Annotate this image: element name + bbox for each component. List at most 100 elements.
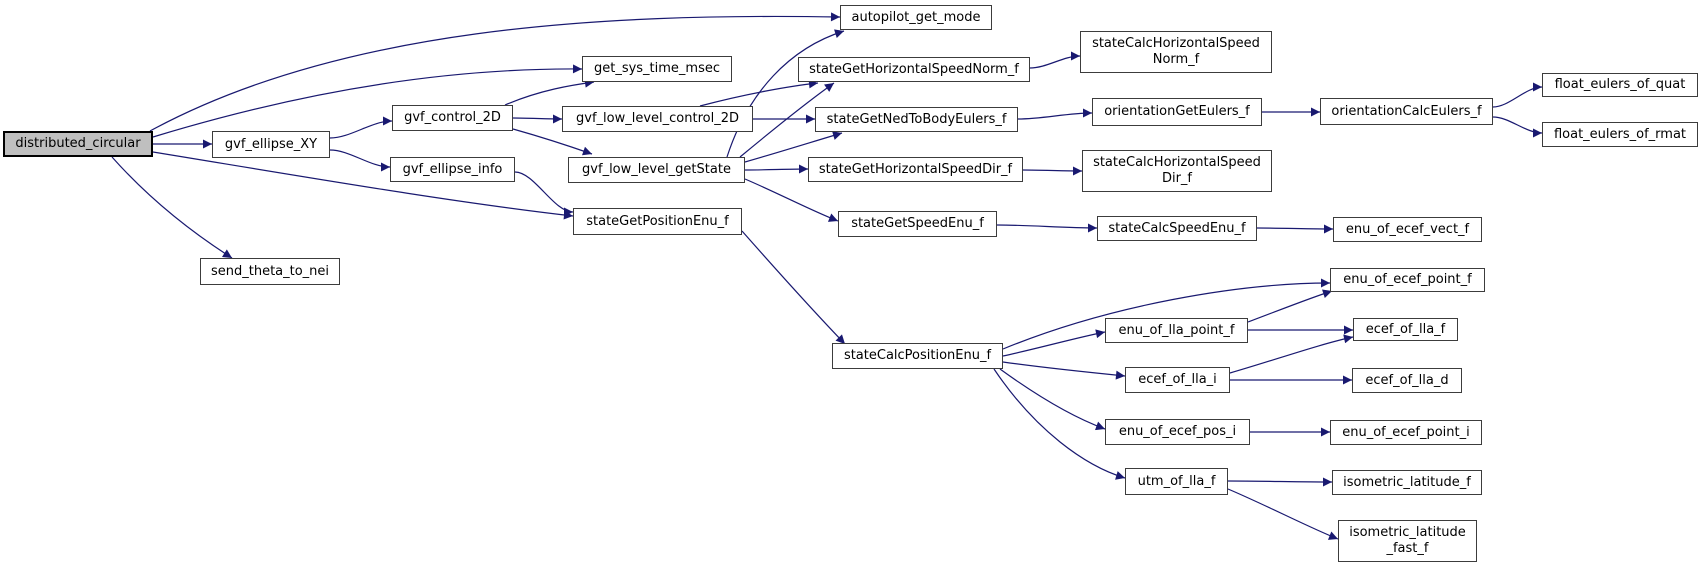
graph-node-autopilot_get_mode[interactable]: autopilot_get_mode xyxy=(840,5,992,30)
edge-gvf_ellipse_XY-to-gvf_ellipse_info xyxy=(329,149,391,172)
graph-node-label: enu_of_ecef_point_i xyxy=(1342,424,1470,440)
graph-node-send_theta_to_nei[interactable]: send_theta_to_nei xyxy=(200,258,340,285)
graph-node-label: stateGetPositionEnu_f xyxy=(586,213,729,229)
graph-node-stateGetSpeedEnu_f[interactable]: stateGetSpeedEnu_f xyxy=(838,211,997,237)
graph-node-gvf_low_level_getState[interactable]: gvf_low_level_getState xyxy=(568,157,745,183)
graph-node-enu_of_ecef_point_f[interactable]: enu_of_ecef_point_f xyxy=(1330,268,1485,292)
edge-stateGetPositionEnu_f-to-stateCalcPositionEnu_f xyxy=(741,230,846,345)
graph-node-stateCalcHorizontalSpeedDir_f[interactable]: stateCalcHorizontalSpeed Dir_f xyxy=(1082,150,1272,192)
graph-node-enu_of_ecef_vect_f[interactable]: enu_of_ecef_vect_f xyxy=(1333,217,1482,242)
graph-node-label: stateCalcHorizontalSpeed Norm_f xyxy=(1092,36,1260,67)
edge-stateGetNedToBodyEulers_f-to-orientationGetEulers_f xyxy=(1017,108,1093,120)
graph-node-label: stateCalcHorizontalSpeed Dir_f xyxy=(1093,155,1261,186)
graph-node-label: enu_of_lla_point_f xyxy=(1118,322,1235,338)
graph-node-enu_of_ecef_point_i[interactable]: enu_of_ecef_point_i xyxy=(1330,420,1482,445)
edge-gvf_low_level_getState-to-stateGetHorizontalSpeedDir_f xyxy=(744,164,809,174)
graph-node-label: ecef_of_lla_d xyxy=(1365,372,1449,388)
graph-node-label: ecef_of_lla_f xyxy=(1365,321,1446,337)
graph-node-label: gvf_low_level_getState xyxy=(582,162,731,178)
edge-utm_of_lla_f-to-isometric_latitude_fast_f xyxy=(1227,488,1339,540)
graph-node-stateGetPositionEnu_f[interactable]: stateGetPositionEnu_f xyxy=(573,208,742,235)
graph-node-label: stateCalcSpeedEnu_f xyxy=(1108,220,1246,236)
graph-node-gvf_ellipse_XY[interactable]: gvf_ellipse_XY xyxy=(212,131,330,158)
graph-node-utm_of_lla_f[interactable]: utm_of_lla_f xyxy=(1125,468,1228,495)
graph-node-label: gvf_control_2D xyxy=(404,110,501,126)
graph-node-label: gvf_ellipse_info xyxy=(402,161,503,177)
graph-node-enu_of_ecef_pos_i[interactable]: enu_of_ecef_pos_i xyxy=(1105,419,1250,445)
edge-utm_of_lla_f-to-isometric_latitude_f xyxy=(1227,477,1333,487)
edge-stateCalcPositionEnu_f-to-enu_of_lla_point_f xyxy=(1002,329,1106,357)
graph-node-gvf_ellipse_info[interactable]: gvf_ellipse_info xyxy=(390,157,515,182)
edge-gvf_low_level_control_2D-to-stateGetHorizontalSpeedNorm_f xyxy=(699,79,819,107)
graph-node-get_sys_time_msec[interactable]: get_sys_time_msec xyxy=(582,56,732,82)
graph-node-label: orientationGetEulers_f xyxy=(1104,104,1250,120)
graph-node-label: isometric_latitude_f xyxy=(1343,474,1471,490)
graph-node-stateGetHorizontalSpeedNorm_f[interactable]: stateGetHorizontalSpeedNorm_f xyxy=(798,57,1030,82)
graph-node-ecef_of_lla_f[interactable]: ecef_of_lla_f xyxy=(1353,318,1458,341)
edge-gvf_low_level_getState-to-stateGetSpeedEnu_f xyxy=(744,178,839,222)
graph-node-label: stateGetSpeedEnu_f xyxy=(851,216,984,232)
edge-gvf_control_2D-to-gvf_low_level_control_2D xyxy=(512,114,563,124)
graph-node-label: ecef_of_lla_i xyxy=(1138,372,1217,388)
graph-node-stateCalcHorizontalSpeedNorm_f[interactable]: stateCalcHorizontalSpeed Norm_f xyxy=(1080,31,1272,73)
graph-node-label: autopilot_get_mode xyxy=(851,9,981,25)
graph-node-label: send_theta_to_nei xyxy=(210,263,330,279)
graph-node-label: enu_of_ecef_pos_i xyxy=(1118,424,1237,440)
graph-node-label: stateGetNedToBodyEulers_f xyxy=(826,111,1007,127)
graph-node-ecef_of_lla_i[interactable]: ecef_of_lla_i xyxy=(1125,367,1230,393)
edge-distributed_circular-to-get_sys_time_msec xyxy=(152,64,583,138)
edge-group xyxy=(111,12,1543,540)
edge-gvf_ellipse_XY-to-gvf_control_2D xyxy=(329,116,393,139)
graph-node-float_eulers_of_rmat[interactable]: float_eulers_of_rmat xyxy=(1542,122,1698,147)
graph-node-stateGetNedToBodyEulers_f[interactable]: stateGetNedToBodyEulers_f xyxy=(815,107,1018,132)
graph-node-orientationCalcEulers_f[interactable]: orientationCalcEulers_f xyxy=(1320,98,1493,125)
graph-node-label: enu_of_ecef_point_f xyxy=(1343,272,1472,288)
graph-node-ecef_of_lla_d[interactable]: ecef_of_lla_d xyxy=(1352,368,1462,393)
edge-orientationCalcEulers_f-to-float_eulers_of_quat xyxy=(1492,82,1543,108)
graph-node-stateGetHorizontalSpeedDir_f[interactable]: stateGetHorizontalSpeedDir_f xyxy=(808,157,1023,182)
graph-node-label: float_eulers_of_rmat xyxy=(1553,126,1687,142)
edge-stateCalcPositionEnu_f-to-utm_of_lla_f xyxy=(993,368,1126,480)
graph-node-label: stateGetHorizontalSpeedNorm_f xyxy=(809,61,1019,77)
edge-enu_of_lla_point_f-to-enu_of_ecef_point_f xyxy=(1247,289,1333,323)
graph-node-isometric_latitude_f[interactable]: isometric_latitude_f xyxy=(1332,470,1482,495)
graph-node-label: gvf_ellipse_XY xyxy=(224,136,318,152)
graph-node-label: gvf_low_level_control_2D xyxy=(576,111,739,127)
graph-node-stateCalcPositionEnu_f[interactable]: stateCalcPositionEnu_f xyxy=(832,343,1003,369)
graph-node-isometric_latitude_fast_f[interactable]: isometric_latitude _fast_f xyxy=(1338,520,1477,562)
graph-node-label: stateGetHorizontalSpeedDir_f xyxy=(818,161,1013,177)
graph-node-stateCalcSpeedEnu_f[interactable]: stateCalcSpeedEnu_f xyxy=(1097,216,1257,241)
graph-node-orientationGetEulers_f[interactable]: orientationGetEulers_f xyxy=(1092,98,1262,126)
graph-node-label: utm_of_lla_f xyxy=(1137,473,1216,489)
graph-node-label: float_eulers_of_quat xyxy=(1554,77,1686,93)
graph-node-gvf_control_2D[interactable]: gvf_control_2D xyxy=(392,105,513,131)
edge-stateGetSpeedEnu_f-to-stateCalcSpeedEnu_f xyxy=(996,223,1098,233)
edge-stateGetHorizontalSpeedNorm_f-to-stateCalcHorizontalSpeedNorm_f xyxy=(1029,51,1081,69)
edge-gvf_low_level_getState-to-stateGetHorizontalSpeedNorm_f xyxy=(739,82,835,158)
edge-stateCalcPositionEnu_f-to-ecef_of_lla_i xyxy=(1002,361,1126,380)
graph-node-label: enu_of_ecef_vect_f xyxy=(1345,221,1470,237)
edge-orientationCalcEulers_f-to-float_eulers_of_rmat xyxy=(1492,116,1543,138)
graph-node-enu_of_lla_point_f[interactable]: enu_of_lla_point_f xyxy=(1105,318,1248,343)
graph-node-label: get_sys_time_msec xyxy=(593,61,721,77)
edge-distributed_circular-to-stateGetPositionEnu_f xyxy=(152,151,574,220)
edge-stateGetHorizontalSpeedDir_f-to-stateCalcHorizontalSpeedDir_f xyxy=(1022,166,1083,176)
edge-distributed_circular-to-send_theta_to_nei xyxy=(111,156,233,259)
edge-ecef_of_lla_i-to-ecef_of_lla_f xyxy=(1229,334,1354,374)
graph-node-label: isometric_latitude _fast_f xyxy=(1349,525,1466,556)
graph-node-label: orientationCalcEulers_f xyxy=(1331,103,1482,119)
graph-node-distributed_circular: distributed_circular xyxy=(3,131,153,157)
edge-distributed_circular-to-autopilot_get_mode xyxy=(149,12,841,132)
edge-stateCalcPositionEnu_f-to-enu_of_ecef_point_f xyxy=(1002,278,1331,350)
graph-node-label: stateCalcPositionEnu_f xyxy=(843,348,992,364)
graph-node-gvf_low_level_control_2D[interactable]: gvf_low_level_control_2D xyxy=(562,106,753,132)
edge-gvf_low_level_getState-to-autopilot_get_mode xyxy=(726,29,845,158)
edge-gvf_ellipse_info-to-stateGetPositionEnu_f xyxy=(514,171,574,217)
edge-gvf_control_2D-to-get_sys_time_msec xyxy=(504,78,595,106)
edge-stateCalcPositionEnu_f-to-enu_of_ecef_pos_i xyxy=(999,368,1106,431)
graph-node-label: distributed_circular xyxy=(15,136,141,152)
graph-node-float_eulers_of_quat[interactable]: float_eulers_of_quat xyxy=(1542,73,1698,97)
edge-stateCalcSpeedEnu_f-to-enu_of_ecef_vect_f xyxy=(1256,224,1334,234)
